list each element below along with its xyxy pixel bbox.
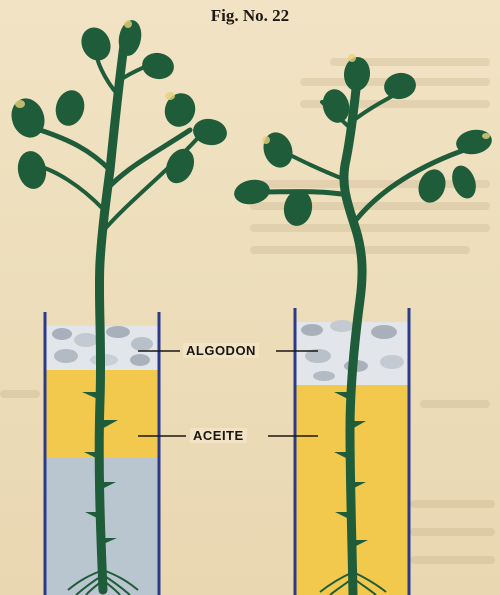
leaf (6, 94, 50, 143)
leaf (76, 23, 116, 66)
leaf (140, 50, 176, 81)
cotton-label: ALGODON (183, 343, 259, 358)
leaf (191, 116, 229, 148)
leaf (52, 87, 88, 129)
leaf (343, 56, 372, 92)
leaf (259, 128, 298, 171)
leaf (15, 149, 49, 191)
right-plant-branch (356, 148, 470, 220)
leaf (161, 144, 200, 188)
oil-label: ACEITE (190, 428, 247, 443)
leaf (232, 177, 272, 207)
left-plant-branch (40, 130, 110, 170)
leaf (448, 162, 480, 201)
label-leaders (138, 351, 318, 436)
